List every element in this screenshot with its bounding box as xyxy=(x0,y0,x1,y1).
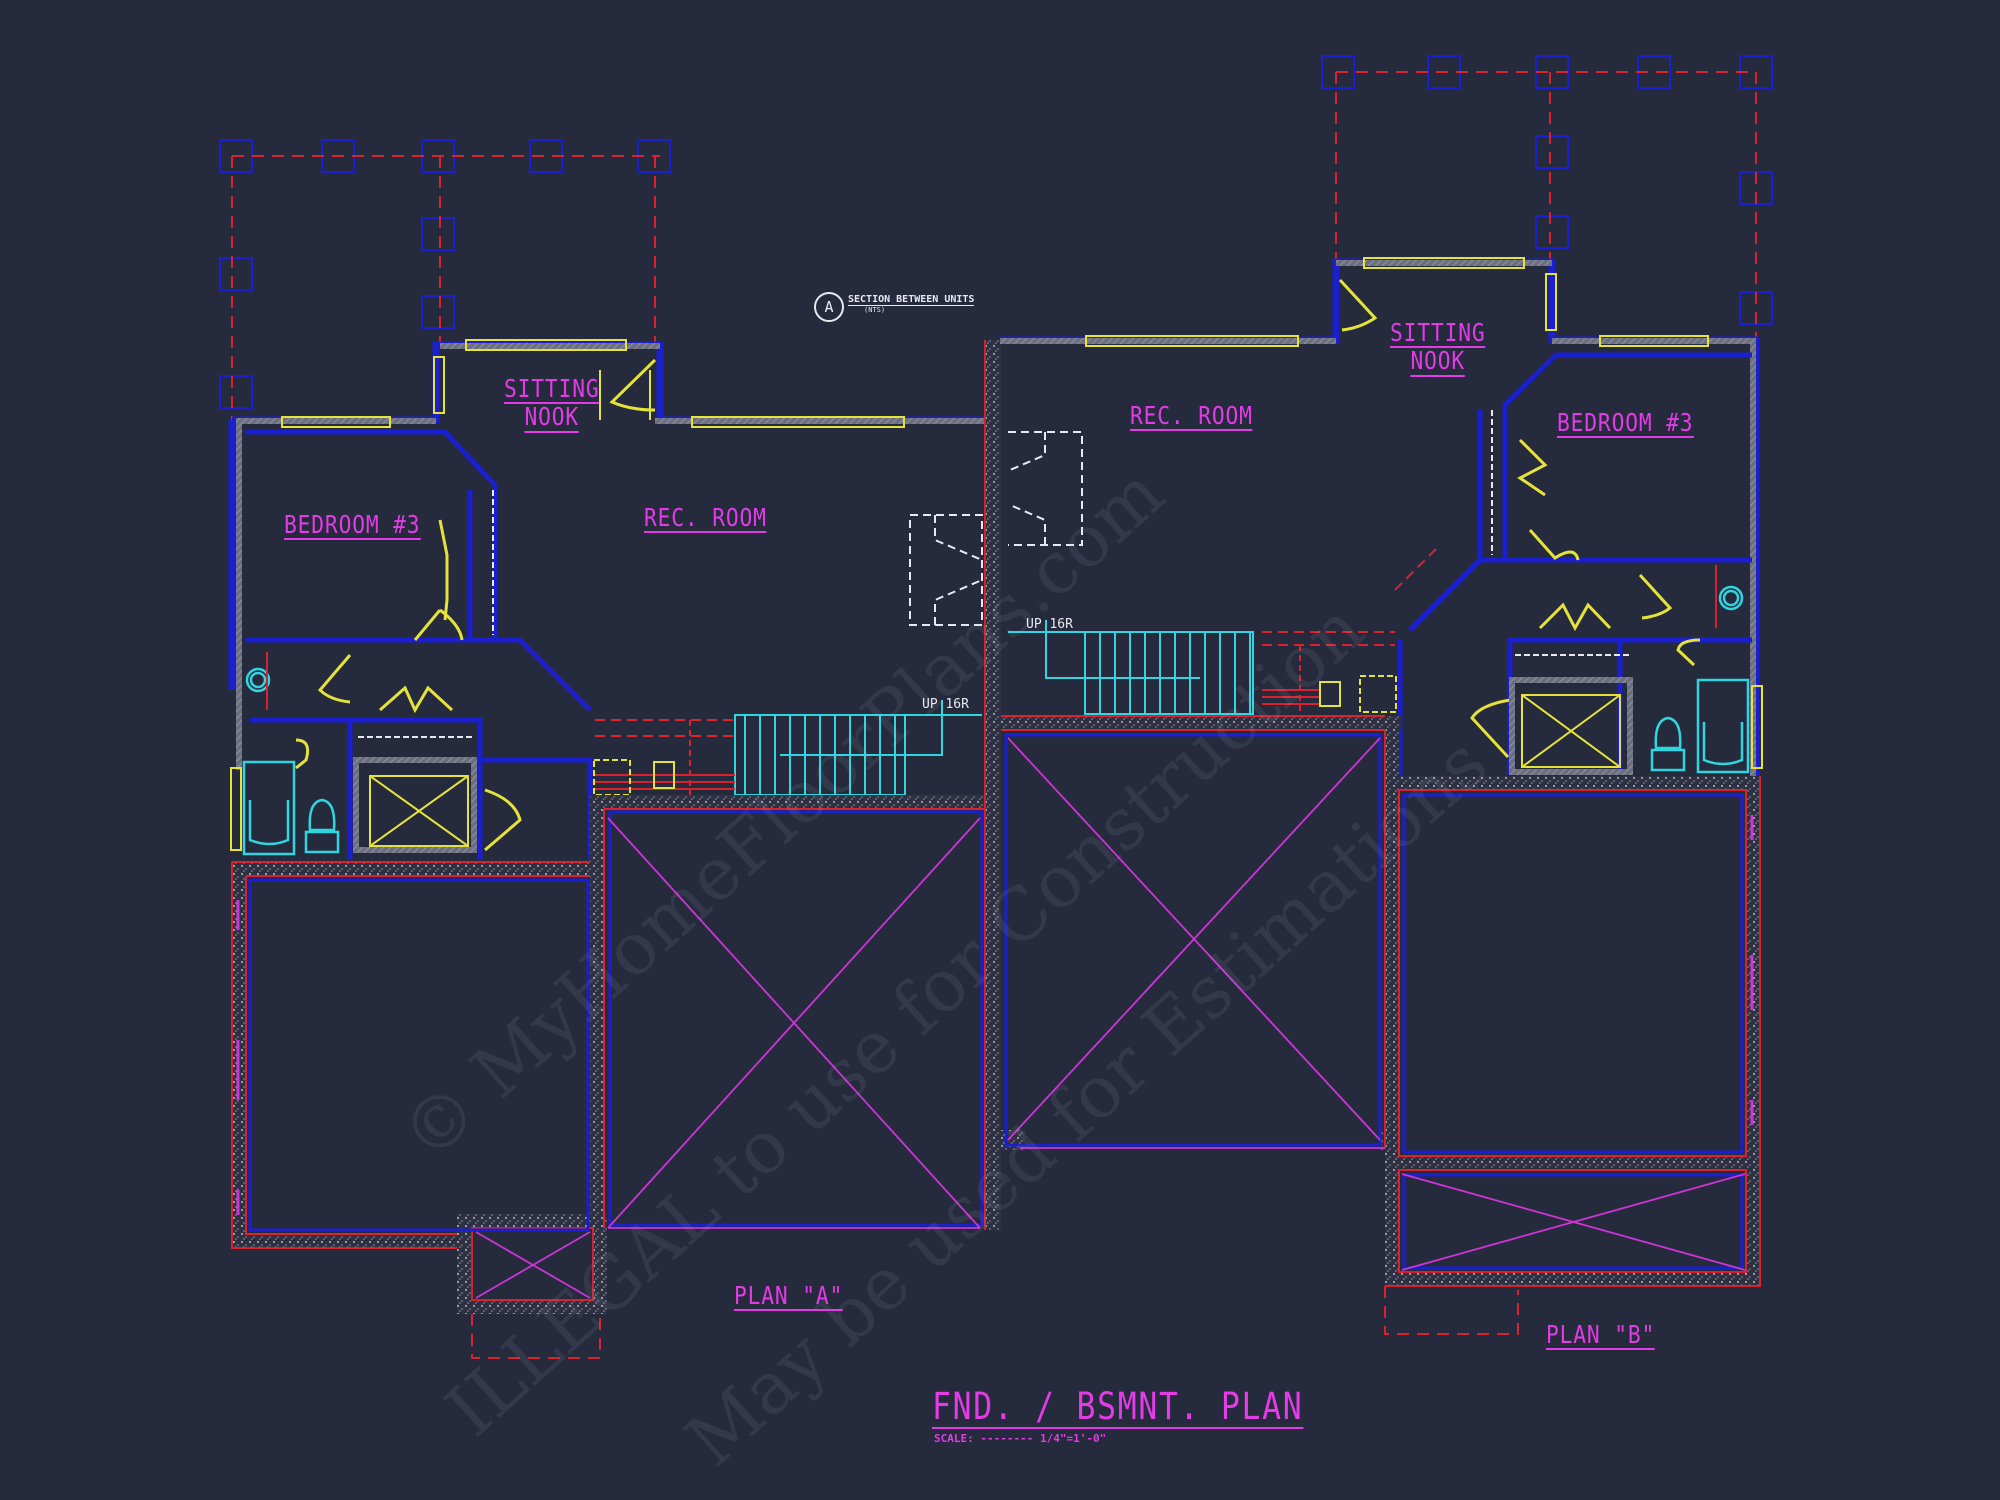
door-swing-icon xyxy=(413,608,464,641)
section-callout-icon: A xyxy=(814,292,844,322)
porch-outline-a xyxy=(231,155,660,420)
room-label-bedroom-b: BEDROOM #3 xyxy=(1557,408,1694,439)
stairs-a-icon xyxy=(734,700,982,796)
fireplace-icon xyxy=(909,514,983,626)
bathtub-icon xyxy=(1696,678,1750,774)
door-swing-icon xyxy=(1528,529,1580,561)
doors-b xyxy=(1338,278,1701,759)
section-label: SECTION BETWEEN UNITS xyxy=(848,294,975,306)
window-icon xyxy=(1599,335,1709,347)
window-icon xyxy=(1545,273,1557,331)
closet-bifold-icon xyxy=(1517,438,1548,497)
door-swing-icon xyxy=(1676,638,1701,667)
fireplace-icon xyxy=(1008,431,1083,546)
plan-a-group xyxy=(219,139,1001,1359)
doors-a xyxy=(295,358,657,852)
room-label-rec-room-b: REC. ROOM xyxy=(1130,401,1253,432)
door-swing-icon xyxy=(295,738,310,770)
stairs-b-icon xyxy=(1008,620,1254,715)
door-swing-icon xyxy=(1638,573,1673,620)
door-swing-icon xyxy=(484,788,522,852)
bath-fixtures-b xyxy=(1650,585,1750,774)
section-marker: A SECTION BETWEEN UNITS (NTS) xyxy=(814,292,994,322)
plan-a-label: PLAN "A" xyxy=(734,1281,844,1312)
room-label-sitting-nook-b: SITTING NOOK xyxy=(1390,318,1486,377)
door-swing-icon xyxy=(438,519,449,621)
slab-x-icon xyxy=(475,817,981,1299)
stair-note-a: UP 16R xyxy=(922,697,969,712)
sitting-nook-line-2: NOOK xyxy=(1410,346,1466,377)
foundation-walls-a xyxy=(232,340,1001,1314)
porch-outline-b xyxy=(1335,71,1757,340)
interior-walls-b xyxy=(1397,352,1752,775)
closet-bifold-icon xyxy=(379,685,454,714)
window-icon xyxy=(465,339,627,351)
window-icon xyxy=(433,356,445,414)
windows-b xyxy=(1085,257,1763,769)
closet-bifold-icon xyxy=(1538,602,1612,632)
foundation-walls-b xyxy=(1001,716,1760,1286)
room-label-rec-room-a: REC. ROOM xyxy=(644,503,767,534)
plan-b-label: PLAN "B" xyxy=(1546,1320,1656,1351)
window-icon xyxy=(230,767,242,851)
room-label-bedroom-a: BEDROOM #3 xyxy=(284,510,421,541)
sitting-nook-line-2: NOOK xyxy=(524,402,580,433)
window-icon xyxy=(1751,685,1763,769)
sink-icon xyxy=(245,667,271,693)
section-note: (NTS) xyxy=(864,306,886,314)
bath-fixtures-a xyxy=(242,667,340,856)
door-swing-icon xyxy=(1338,278,1378,332)
window-icon xyxy=(1085,335,1299,347)
bathtub-icon xyxy=(242,760,296,856)
room-label-sitting-nook-a: SITTING NOOK xyxy=(504,374,600,433)
stair-note-b: UP 16R xyxy=(1026,617,1073,632)
door-swing-icon xyxy=(317,654,352,704)
toilet-icon xyxy=(304,798,340,854)
toilet-icon xyxy=(1650,716,1686,772)
exterior-wall-a xyxy=(228,341,994,800)
slab-x-icon xyxy=(1007,737,1746,1271)
window-icon xyxy=(691,416,905,428)
elevator-shaft-icon xyxy=(1521,694,1621,768)
sink-icon xyxy=(1718,585,1744,611)
window-icon xyxy=(281,416,391,428)
sitting-nook-line-1: SITTING xyxy=(1390,318,1486,349)
drawing-scale: SCALE: -------- 1/4"=1'-0" xyxy=(934,1432,1107,1445)
door-swing-icon xyxy=(1470,698,1511,759)
windows-a xyxy=(230,339,905,851)
elevator-shaft-icon xyxy=(369,775,469,847)
window-icon xyxy=(1363,257,1525,269)
sitting-nook-line-1: SITTING xyxy=(504,374,600,405)
plan-b-group xyxy=(1000,55,1773,1335)
interior-walls-a xyxy=(246,429,593,860)
drawing-title: FND. / BSMNT. PLAN xyxy=(932,1385,1304,1429)
door-swing-icon xyxy=(609,358,657,412)
